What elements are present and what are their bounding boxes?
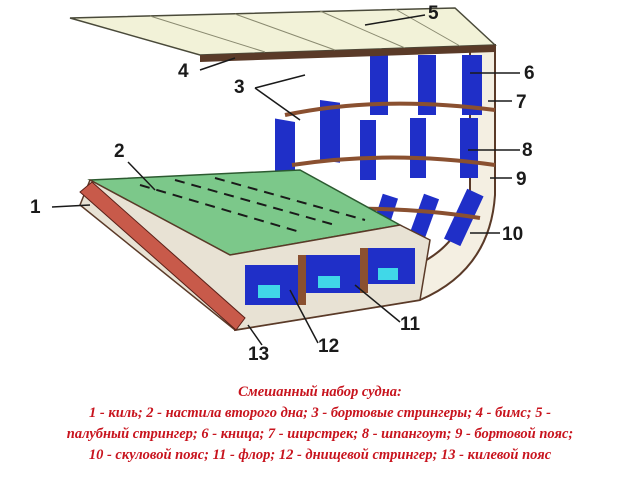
caption-title: Смешанный набор судна: bbox=[238, 384, 402, 400]
figure-caption: Смешанный набор судна: 1 - киль; 2 - нас… bbox=[0, 382, 640, 466]
inner-bottom-seams bbox=[139, 177, 366, 233]
callout-4: 4 bbox=[178, 61, 189, 82]
keel bbox=[79, 181, 246, 331]
callout-6: 6 bbox=[524, 63, 535, 84]
callout-11: 11 bbox=[400, 314, 421, 335]
frame bbox=[418, 55, 436, 115]
deck-beam bbox=[200, 45, 495, 62]
callout-13: 13 bbox=[248, 344, 269, 365]
bottom-girder bbox=[360, 248, 368, 293]
lightening-hole bbox=[258, 285, 280, 298]
frame bbox=[410, 118, 426, 178]
callout-8: 8 bbox=[522, 140, 533, 161]
frame bbox=[460, 118, 478, 178]
caption-line-1: 1 - киль; 2 - настила второго дна; 3 - б… bbox=[89, 405, 551, 421]
callout-2: 2 bbox=[114, 141, 125, 162]
callout-9: 9 bbox=[516, 169, 527, 190]
caption-line-2: палубный стрингер; 6 - кница; 7 - ширстр… bbox=[66, 426, 574, 442]
callout-1: 1 bbox=[30, 197, 41, 218]
lightening-hole bbox=[378, 268, 398, 280]
callout-labels: 1 2 3 4 5 6 7 8 9 10 11 12 13 bbox=[30, 3, 535, 365]
callout-3: 3 bbox=[234, 77, 245, 98]
frame bbox=[320, 99, 340, 163]
callout-12: 12 bbox=[318, 336, 339, 357]
leader-lines bbox=[51, 14, 520, 346]
caption-line-3: 10 - скуловой пояс; 11 - флор; 12 - днищ… bbox=[88, 447, 552, 463]
callout-7: 7 bbox=[516, 92, 527, 113]
frame bbox=[275, 118, 295, 178]
frame bbox=[462, 55, 482, 115]
ship-framing-diagram: 1 2 3 4 5 6 7 8 9 10 11 12 13 bbox=[30, 3, 535, 365]
deck-planks bbox=[149, 8, 461, 53]
callout-10: 10 bbox=[502, 224, 523, 245]
frame bbox=[370, 55, 388, 115]
frame bbox=[360, 120, 376, 180]
bottom-girder bbox=[298, 255, 306, 305]
lightening-hole bbox=[318, 276, 340, 288]
callout-5: 5 bbox=[428, 3, 439, 24]
